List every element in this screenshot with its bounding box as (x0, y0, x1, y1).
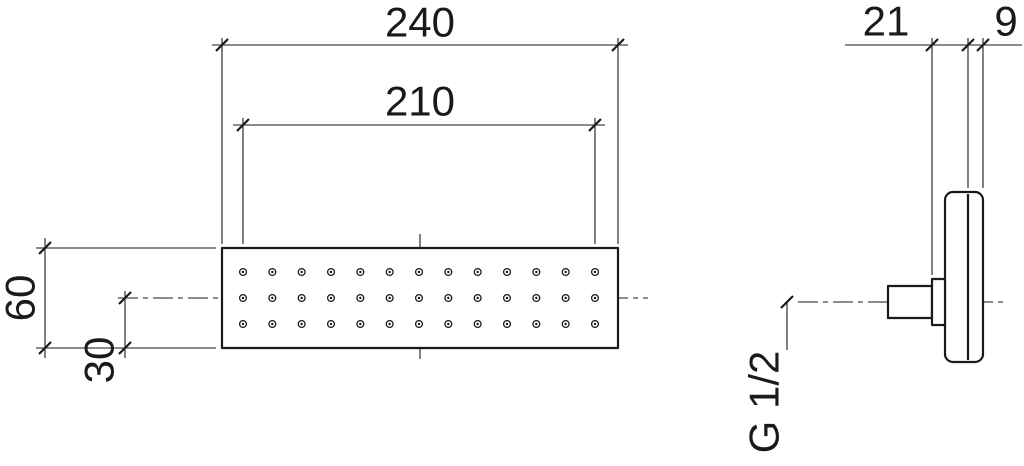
dimension-label-60: 60 (0, 275, 44, 322)
nozzle-dot-center (535, 322, 538, 326)
nozzle-dot-center (329, 322, 333, 326)
nozzle-dot-center (505, 296, 509, 300)
nozzle-dot-center (388, 270, 391, 274)
nozzle-dot-center (593, 296, 597, 300)
nozzle-dot-center (417, 296, 421, 300)
nozzle-dot-center (447, 270, 450, 274)
nozzle-dot-center (593, 270, 597, 274)
nozzle-dot-center (564, 322, 567, 326)
nozzle-dot-center (447, 296, 450, 300)
dimension-label-210: 210 (385, 78, 455, 125)
nozzle-dot-center (329, 270, 333, 274)
nozzle-dot-center (300, 270, 303, 274)
dimension-tick (976, 38, 990, 52)
dimension-label-9: 9 (994, 0, 1017, 45)
nozzle-dot-center (476, 296, 479, 300)
nozzle-dot-center (359, 322, 362, 326)
dimension-nozzle-field: 210 (233, 78, 605, 244)
dimension-tick (961, 38, 975, 52)
dimension-tick (611, 38, 625, 52)
thread-callout: G 1/2 (741, 295, 794, 454)
nozzle-dot-center (447, 322, 450, 326)
nozzle-dot-center (300, 322, 303, 326)
dimension-tick (236, 118, 250, 132)
nozzle-dot-center (535, 296, 538, 300)
nozzle-dot-center (593, 322, 597, 326)
nozzle-dot-center (241, 296, 245, 300)
nozzle-dot-center (388, 296, 391, 300)
dimension-tick (215, 38, 229, 52)
nozzle-dot-center (564, 296, 567, 300)
dimension-label-21: 21 (863, 0, 910, 45)
nozzle-dot-center (535, 270, 538, 274)
nozzle-dot-center (388, 322, 391, 326)
dimension-overall-width: 240 (212, 0, 628, 244)
dimension-tick (118, 341, 132, 355)
nozzle-dot-center (359, 270, 362, 274)
nozzle-dot-center (417, 322, 421, 326)
dimension-tick (925, 38, 939, 52)
side-view: 21 9 G 1/2 (741, 0, 1022, 454)
nozzle-dot-center (271, 296, 274, 300)
spray-bar-outline (220, 246, 620, 350)
nozzle-dot-center (476, 322, 479, 326)
dimension-projection-and-depth: 21 9 (845, 0, 1022, 275)
nozzle-dot-center (505, 322, 509, 326)
wall-plate-profile (943, 190, 985, 364)
nozzle-dot-center (476, 270, 479, 274)
nozzle-dot-center (329, 296, 333, 300)
nozzle-dot-center (241, 270, 245, 274)
threaded-nipple (886, 284, 934, 320)
nozzle-dot-center (271, 270, 274, 274)
dimension-label-30: 30 (76, 337, 123, 384)
nozzle-dot-center (241, 322, 245, 326)
dimension-row-offset: 30 (76, 291, 132, 383)
dimension-tick (38, 241, 52, 255)
nozzle-dot-center (271, 322, 274, 326)
nozzle-grid (238, 267, 600, 329)
dimension-tick (588, 118, 602, 132)
nozzle-dot-center (564, 270, 567, 274)
dimension-height: 60 (0, 238, 216, 358)
leader-tick (780, 295, 794, 309)
nozzle-dot-center (359, 296, 362, 300)
dimension-tick (118, 291, 132, 305)
dimension-label-240: 240 (385, 0, 455, 46)
dimension-tick (38, 341, 52, 355)
nozzle-dot-center (300, 296, 303, 300)
thread-label: G 1/2 (741, 351, 788, 454)
front-view: 240 210 60 (0, 0, 648, 383)
stem-flange (930, 277, 947, 327)
nozzle-dot-center (417, 270, 421, 274)
nozzle-dot-center (505, 270, 509, 274)
